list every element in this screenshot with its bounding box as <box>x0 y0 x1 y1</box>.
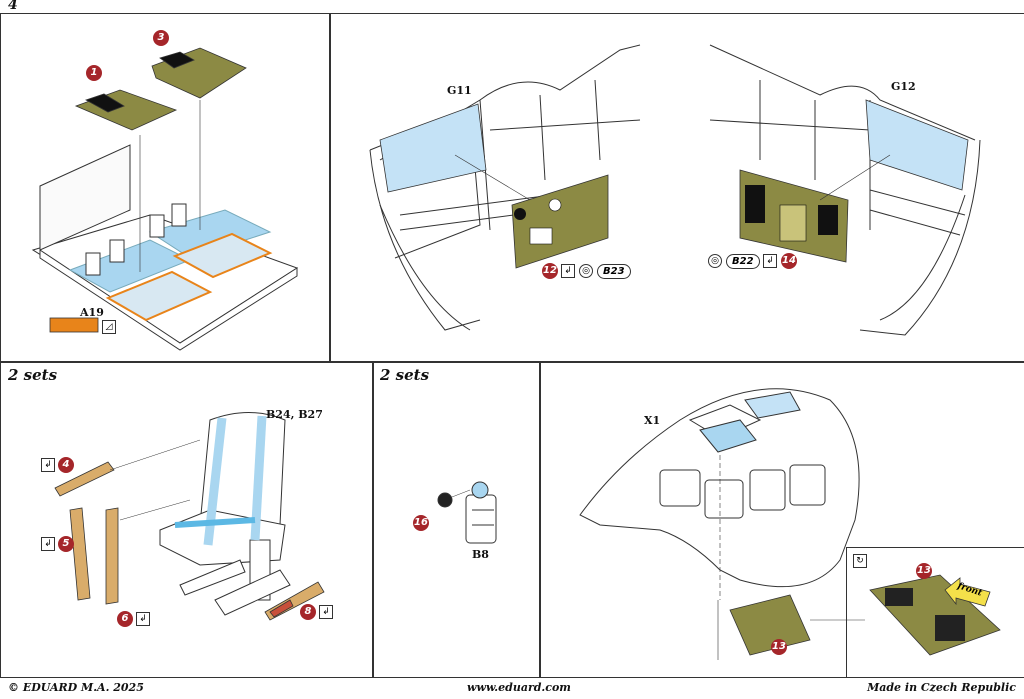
part-g12-label: G12 <box>891 80 916 93</box>
step-16-marker: 16 <box>413 515 429 531</box>
fold-icon: ↲ <box>41 458 55 472</box>
step-1-marker: 1 <box>86 65 102 81</box>
fold-icon: ↲ <box>41 537 55 551</box>
inset-panel <box>846 547 1024 678</box>
photoetch-13-small <box>729 594 811 656</box>
part-b24-b27-label: B24, B27 <box>266 408 323 421</box>
cockpit-side-right <box>709 44 981 336</box>
page-number: 4 <box>8 0 18 13</box>
fold-icon: ↲ <box>561 264 575 278</box>
fold-icon: ↲ <box>763 254 777 268</box>
footer-website: www.eduard.com <box>467 681 571 694</box>
canopy-x1 <box>579 388 860 588</box>
seat-strap-right <box>250 415 267 541</box>
part-g11-label: G11 <box>447 84 472 97</box>
step-4-marker: 4 <box>58 457 74 473</box>
sets-heading-left: 2 sets <box>8 366 58 384</box>
step-13-marker: 13 <box>771 639 787 655</box>
rotate-icon: ↻ <box>853 554 867 568</box>
orange-swatch <box>49 317 99 333</box>
seat-assembly <box>159 412 291 616</box>
sets-heading-mid: 2 sets <box>380 366 430 384</box>
part-a19-label: A19 <box>80 306 104 319</box>
step-13-inset-marker: 13 <box>916 563 932 579</box>
photoetch-panel-12 <box>511 174 609 269</box>
step-8-marker: 8 <box>300 604 316 620</box>
seatbelt-5 <box>69 507 119 605</box>
paint-icon: ◿ <box>102 320 116 334</box>
glue-icon: ◎ <box>579 264 593 278</box>
front-arrow <box>944 577 991 607</box>
panel-bottom-right <box>539 361 1024 678</box>
g12-blue-panel <box>865 99 969 191</box>
panel-top-left <box>0 13 331 363</box>
step-14-marker: 14 <box>781 253 797 269</box>
step-12-marker: 12 <box>542 263 558 279</box>
seatbelt-4 <box>54 461 115 497</box>
ref-b23: B23 <box>597 264 631 279</box>
part-16-disc <box>437 492 453 508</box>
panel-top-right <box>329 13 1024 363</box>
step-3-marker: 3 <box>153 30 169 46</box>
glue-icon: ◎ <box>708 254 722 268</box>
g11-blue-panel <box>379 103 487 193</box>
part-x1-label: X1 <box>644 414 661 427</box>
fold-icon: ↲ <box>136 612 150 626</box>
panel-bottom-left <box>0 361 374 678</box>
floor-assembly <box>31 144 299 351</box>
photoetch-part-1 <box>74 89 178 131</box>
photoetch-part-3 <box>151 47 247 99</box>
ref-b22: B22 <box>726 254 760 269</box>
part-b8 <box>465 481 497 544</box>
part-b8-label: B8 <box>472 548 489 561</box>
step-6-marker: 6 <box>117 611 133 627</box>
footer-origin: Made in Czech Republic <box>867 681 1016 694</box>
fold-icon: ↲ <box>319 605 333 619</box>
seatbelt-8 <box>264 581 325 621</box>
panel-bottom-mid <box>372 361 541 678</box>
step-5-marker: 5 <box>58 536 74 552</box>
footer-copyright: © EDUARD M.A. 2025 <box>8 681 144 694</box>
